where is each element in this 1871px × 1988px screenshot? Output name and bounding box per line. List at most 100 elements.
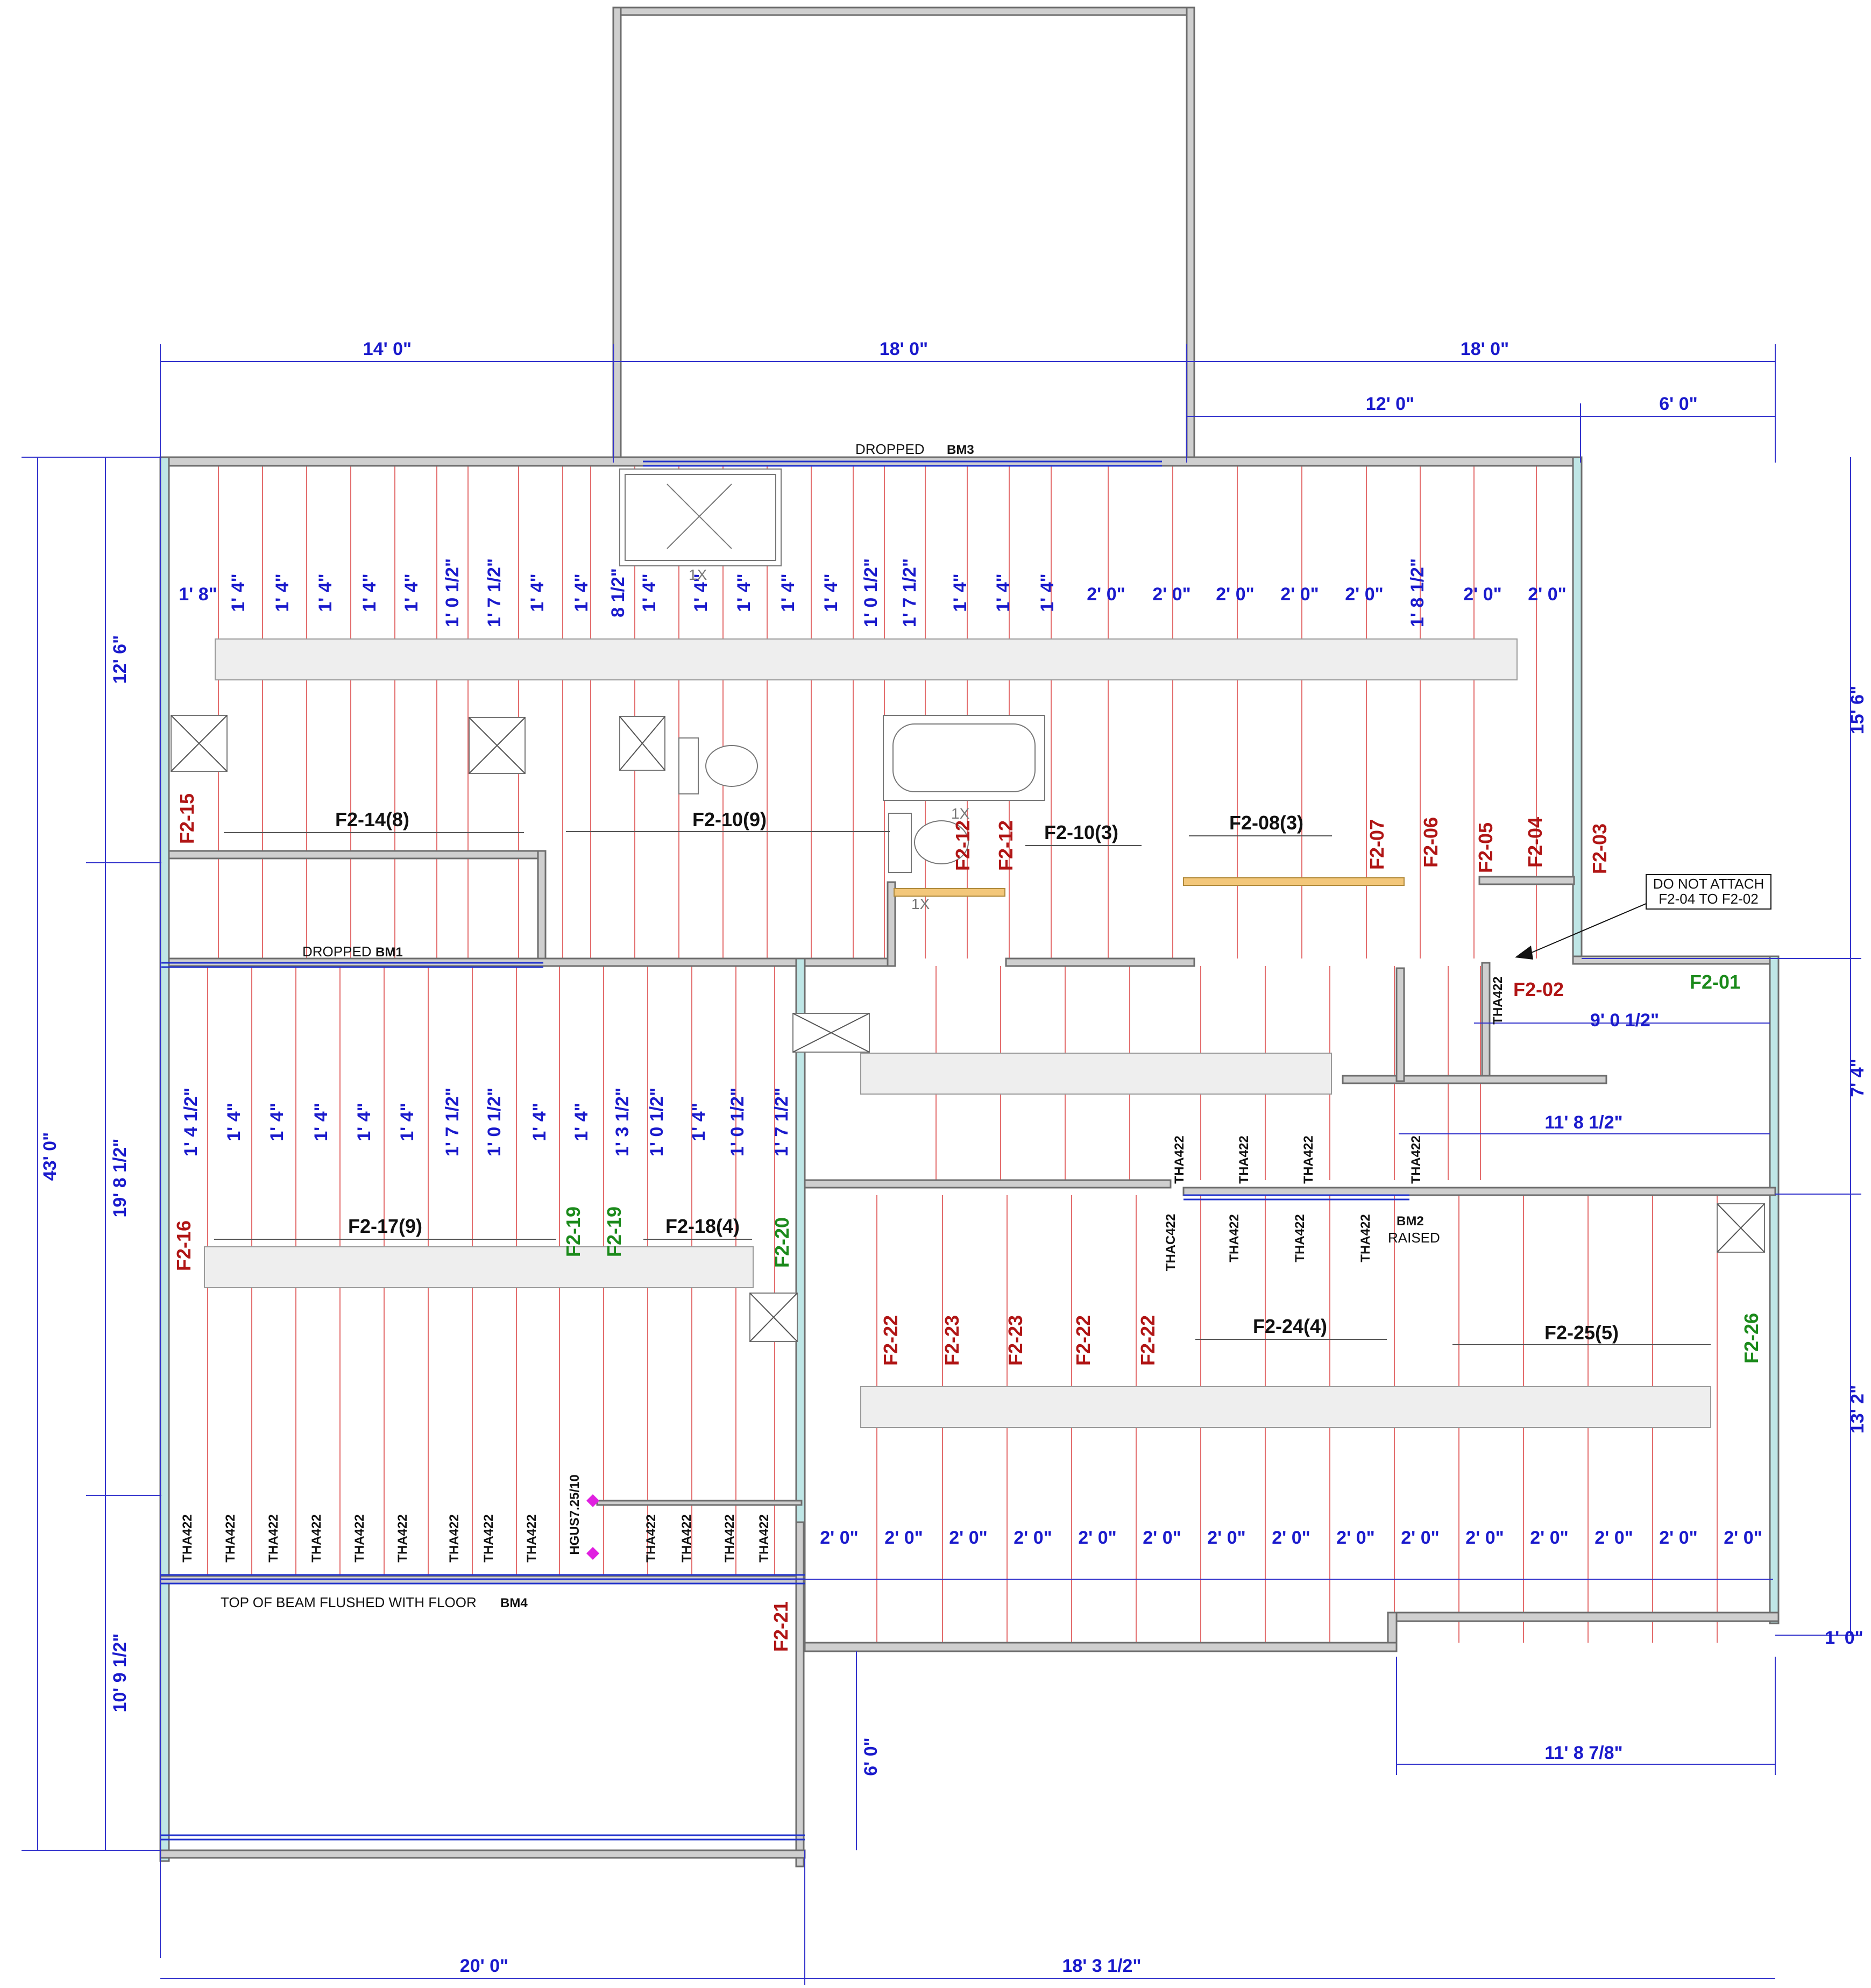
note-leader	[1515, 874, 1771, 960]
spacing-label: 1' 4"	[689, 1103, 709, 1141]
hanger-label: THA422	[1409, 1135, 1423, 1183]
spacing-label: 1' 4"	[691, 573, 711, 612]
toilet-icon	[678, 737, 758, 794]
joist-f2-16: F2-16	[173, 1220, 195, 1271]
vent-icon	[171, 715, 1765, 1342]
mark-1x-a: 1X	[689, 566, 707, 583]
spacing-label: 2' 0"	[1143, 1528, 1181, 1548]
hanger-label: THA422	[1301, 1135, 1316, 1183]
hanger-label: THA422	[722, 1514, 737, 1562]
spacing-label: 1' 4"	[571, 1103, 592, 1141]
spacing-label: 1' 4"	[359, 573, 380, 612]
dimension-lines	[22, 344, 1861, 1985]
dim-left-3: 10' 9 1/2"	[110, 1633, 130, 1712]
spacing-label: 1' 4"	[397, 1103, 417, 1141]
spacing-label: 2' 0"	[1216, 584, 1254, 605]
hanger-tha-f2-02: THA422	[1491, 976, 1505, 1024]
bm3-prefix: DROPPED	[855, 441, 925, 457]
hanger-label: THA422	[757, 1514, 771, 1562]
spacing-label: 2' 0"	[884, 1528, 923, 1548]
spacing-row3: 2' 0"2' 0"2' 0"2' 0"2' 0"2' 0"2' 0"2' 0"…	[820, 1528, 1762, 1548]
dim-top-4: 12' 0"	[1366, 394, 1414, 414]
dim-bottom-1: 20' 0"	[460, 1956, 508, 1976]
spacing-label: 1' 7 1/2"	[442, 1088, 463, 1156]
hanger-label: THA422	[1172, 1135, 1187, 1183]
hanger-label: THA422	[1293, 1214, 1307, 1262]
hanger-label: THA422	[266, 1514, 281, 1562]
joist-f2-07: F2-07	[1366, 819, 1388, 870]
porch-outline	[612, 6, 1195, 460]
joist-f2-06: F2-06	[1420, 817, 1442, 868]
spacing-label: 2' 0"	[1280, 584, 1319, 605]
spacing-label: 2' 0"	[1659, 1528, 1697, 1548]
spacing-label: 1' 4"	[224, 1103, 244, 1141]
note-line2: F2-04 TO F2-02	[1659, 891, 1758, 907]
bm2-suffix: RAISED	[1388, 1230, 1440, 1246]
bm3-label: BM3	[947, 443, 974, 457]
spacing-label: 1' 3 1/2"	[612, 1088, 633, 1156]
run-f2-14: F2-14(8)	[335, 808, 409, 830]
dim-left-1: 12' 6"	[110, 635, 130, 684]
spacing-label: 1' 4"	[311, 1103, 331, 1141]
dim-top-3: 18' 0"	[1461, 339, 1509, 359]
dim-right-2: 7' 4"	[1847, 1059, 1868, 1097]
bm1-label: BM1	[375, 945, 403, 960]
spacing-label: 1' 0 1/2"	[442, 558, 463, 627]
spacing-label: 2' 0"	[949, 1528, 987, 1548]
joist-f2-22a: F2-22	[880, 1315, 902, 1366]
spacing-label: 1' 4"	[1037, 573, 1058, 612]
hanger-label: THA422	[1237, 1135, 1251, 1183]
bm1-prefix: DROPPED	[302, 943, 372, 960]
spacing-label: 2' 0"	[1014, 1528, 1052, 1548]
spacing-label: 1' 8 1/2"	[1407, 558, 1428, 627]
spacing-label: 2' 0"	[1272, 1528, 1310, 1548]
joist-f2-19b: F2-19	[603, 1206, 625, 1257]
spacing-label: 2' 0"	[1087, 584, 1125, 605]
spacing-label: 1' 4"	[950, 573, 970, 612]
bm4-label: BM4	[500, 1596, 528, 1610]
dim-top-1: 14' 0"	[363, 339, 412, 359]
bathtub-icon	[883, 715, 1045, 801]
spacing-label: 2' 0"	[1345, 584, 1383, 605]
joist-f2-21: F2-21	[770, 1601, 792, 1652]
joist-f2-03: F2-03	[1589, 823, 1611, 874]
joist-f2-12a: F2-12	[952, 820, 974, 871]
spacing-label: 1' 0 1/2"	[647, 1088, 667, 1156]
joist-f2-12b: F2-12	[995, 820, 1017, 871]
fixtures	[171, 468, 1765, 1342]
hanger-label: THA422	[525, 1514, 539, 1562]
joist-f2-23b: F2-23	[1004, 1315, 1026, 1366]
spacing-label: 1' 4"	[778, 573, 798, 612]
run-f2-10-9: F2-10(9)	[692, 808, 767, 830]
dim-right-1: 15' 6"	[1847, 686, 1868, 734]
joist-f2-15: F2-15	[176, 793, 198, 844]
spacing-label: 1' 7 1/2"	[771, 1088, 792, 1156]
sink-icon	[888, 813, 969, 873]
spacing-row2: 1' 4 1/2"1' 4"1' 4"1' 4"1' 4"1' 4"1' 7 1…	[181, 1088, 792, 1156]
spacing-label: 1' 7 1/2"	[484, 558, 505, 627]
bm4-prefix: TOP OF BEAM FLUSHED WITH FLOOR	[221, 1594, 477, 1610]
spacing-label: 2' 0"	[1594, 1528, 1633, 1548]
spacing-label: 1' 4"	[571, 573, 592, 612]
joist-f2-26: F2-26	[1740, 1313, 1762, 1364]
dim-left-total: 43' 0"	[40, 1132, 60, 1181]
shower-icon	[619, 468, 782, 566]
run-f2-24: F2-24(4)	[1253, 1315, 1327, 1337]
blocking	[204, 638, 1711, 1428]
joist-f2-20: F2-20	[771, 1217, 793, 1268]
hanger-label: THAC422	[1164, 1214, 1178, 1272]
hanger-label: THA422	[395, 1514, 410, 1562]
run-f2-08: F2-08(3)	[1229, 812, 1303, 834]
run-f2-18: F2-18(4)	[665, 1215, 740, 1237]
spacing-label: 1' 4"	[529, 1103, 550, 1141]
joist-f2-22b: F2-22	[1072, 1315, 1094, 1366]
spacing-label: 1' 4"	[354, 1103, 374, 1141]
joist-f2-05: F2-05	[1475, 822, 1497, 873]
run-f2-17: F2-17(9)	[348, 1215, 422, 1237]
joist-f2-19a: F2-19	[562, 1206, 584, 1257]
spacing-label: 1' 4"	[993, 573, 1014, 612]
beams	[160, 460, 1409, 1841]
joist-f2-04: F2-04	[1524, 817, 1546, 868]
hanger-label: THA422	[1227, 1214, 1242, 1262]
